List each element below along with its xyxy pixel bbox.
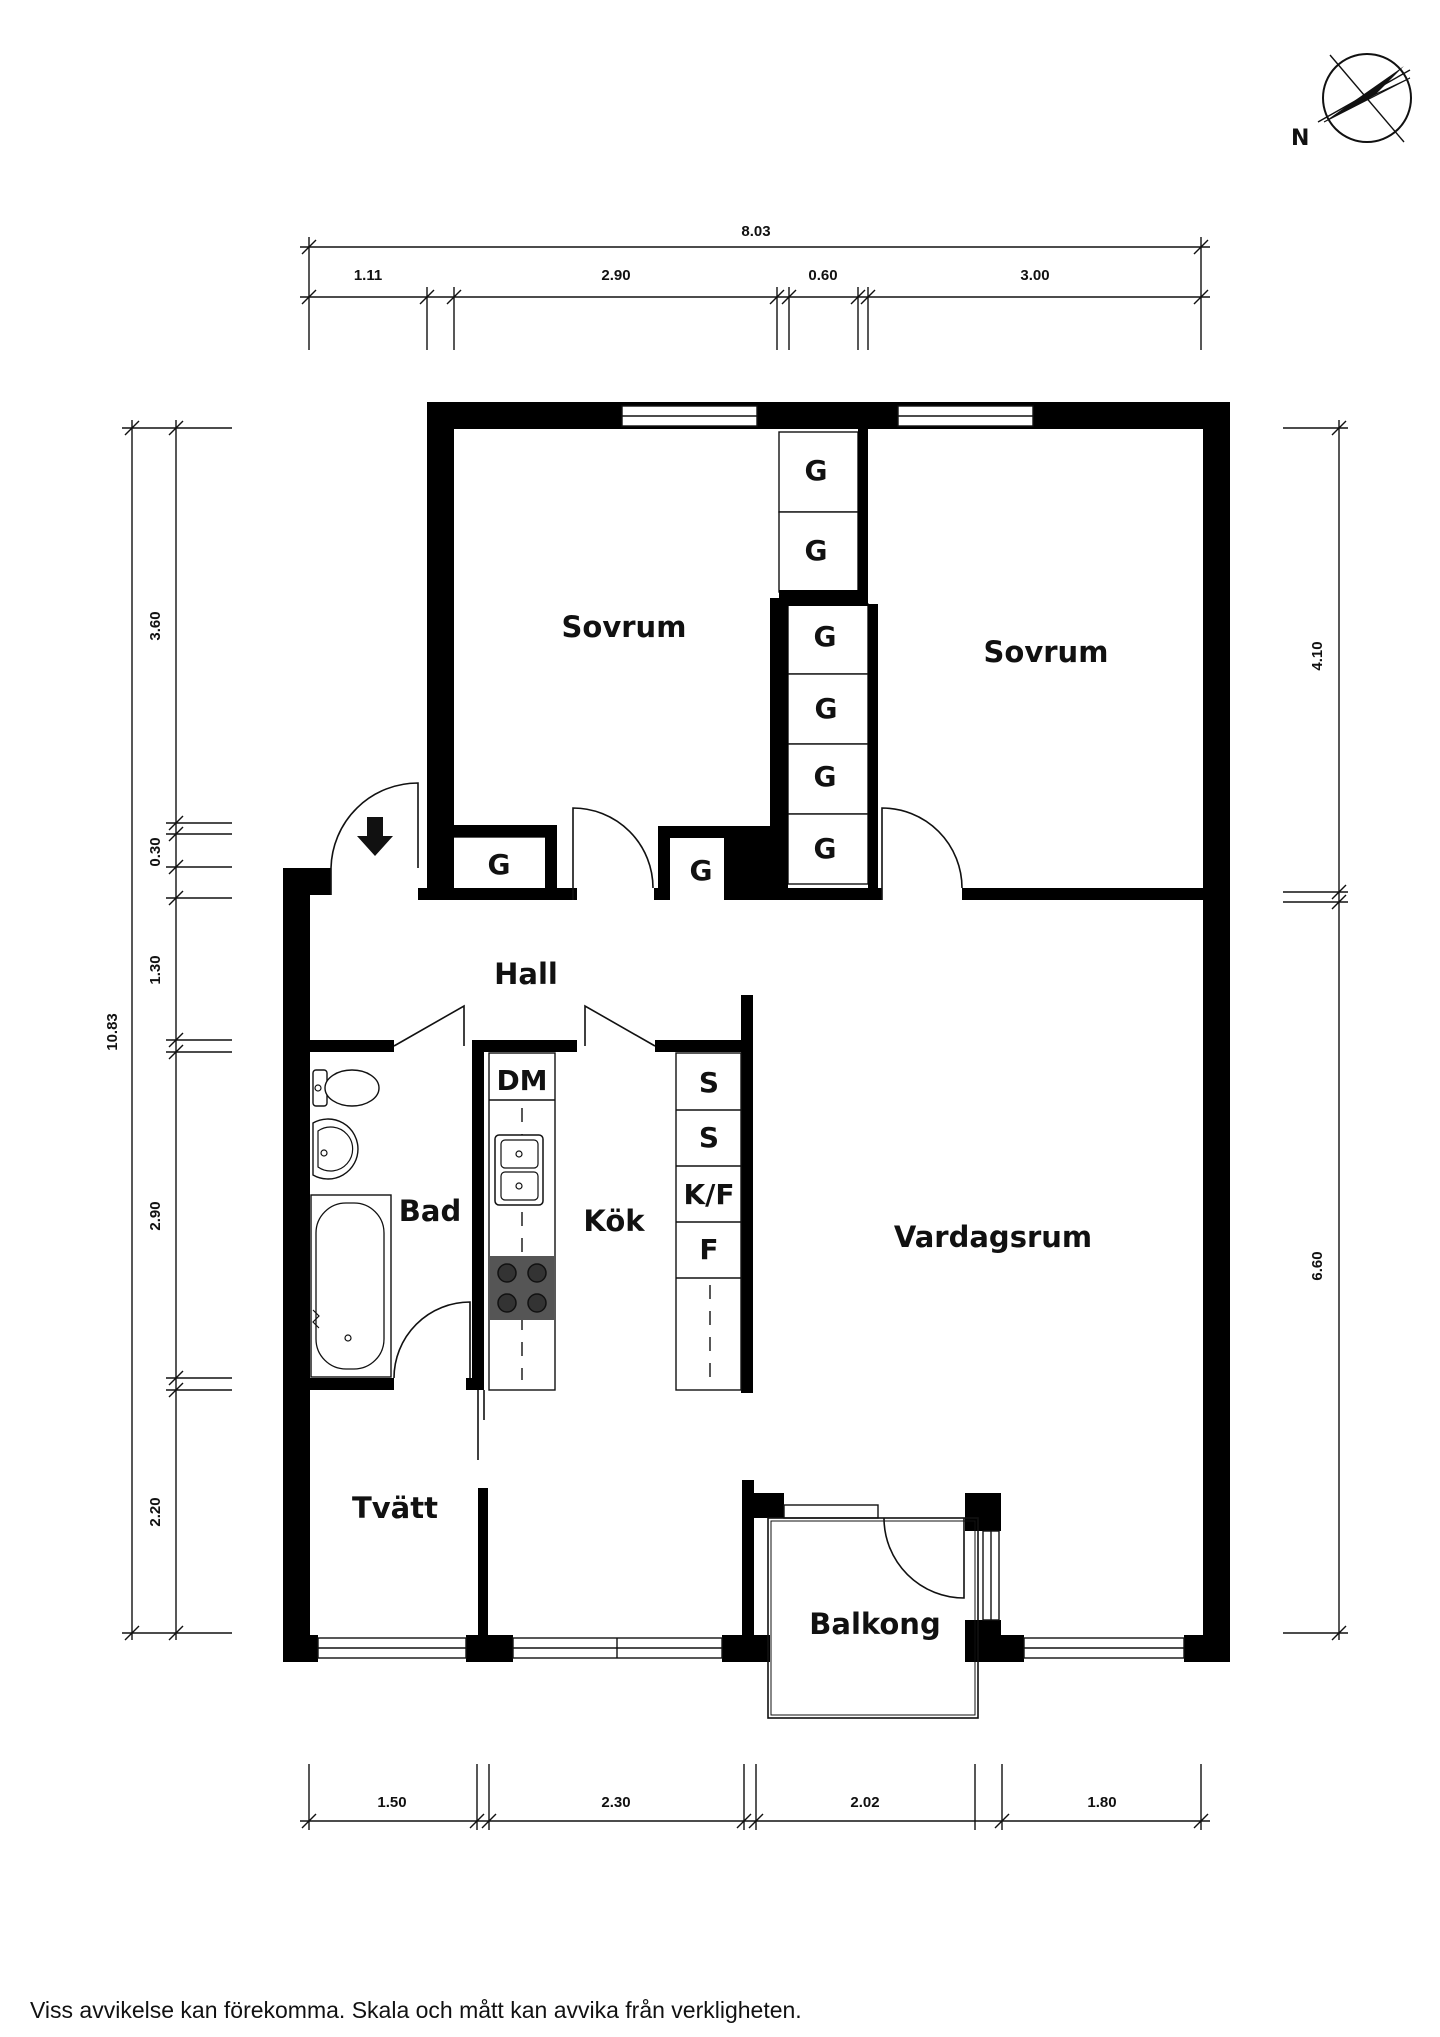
door-bad [393, 1004, 465, 1047]
dim-left-1: 3.60 [147, 611, 164, 640]
dim-top-1: 1.11 [354, 267, 382, 284]
wardrobe-label-mid-3: G [814, 760, 837, 793]
dim-top-3: 0.60 [808, 267, 837, 284]
room-label-tvatt: Tvätt [352, 1491, 438, 1525]
walls [283, 402, 1230, 1662]
wardrobe-label-mid-4: G [814, 832, 837, 865]
dim-bottom-2: 2.30 [601, 1794, 630, 1811]
stove-icon [490, 1256, 554, 1320]
balcony [767, 1517, 979, 1719]
wardrobe-mid-4 [787, 813, 869, 885]
window-sovrum-right [897, 405, 1034, 427]
dim-top-2: 2.90 [601, 267, 630, 284]
bathroom-fixtures [310, 1069, 392, 1378]
entry-arrow-icon [357, 817, 393, 856]
door-bad-lower [393, 1301, 471, 1379]
top-dimensions: 8.03 1.11 2.90 0.60 3.00 [300, 223, 1210, 350]
door-tvatt [477, 1390, 485, 1460]
entry-door [330, 782, 419, 895]
right-dimensions: 4.10 6.60 [1283, 420, 1348, 1641]
wardrobe-top-1 [778, 431, 859, 513]
room-label-sovrum-right: Sovrum [984, 635, 1109, 669]
wardrobe-label-mid-1: G [814, 620, 837, 653]
door-sovrum-right [881, 807, 963, 900]
windows [317, 405, 1185, 1659]
wardrobe-mid-3 [787, 743, 869, 815]
bottom-dimensions: 1.50 2.30 2.02 1.80 [300, 1764, 1210, 1830]
doors [330, 782, 965, 1599]
dim-bottom-3: 2.02 [850, 1794, 879, 1811]
wardrobe-label-top-2: G [805, 534, 828, 567]
cabinet-label-1: S [699, 1066, 719, 1099]
bathtub-icon [310, 1194, 392, 1378]
wardrobes [452, 431, 869, 894]
storage-labels: G G G G G G G G DM S S K/F F [488, 454, 838, 1266]
wardrobe-label-top-1: G [805, 454, 828, 487]
room-label-sovrum-left: Sovrum [562, 610, 687, 644]
cabinet-label-2: S [699, 1121, 719, 1154]
window-tvatt [317, 1637, 467, 1659]
window-balkong-side [982, 1530, 1000, 1621]
kitchen-fixtures [488, 1052, 742, 1391]
room-label-hall: Hall [494, 957, 558, 991]
dim-bottom-1: 1.50 [377, 1794, 406, 1811]
dim-bottom-4: 1.80 [1087, 1794, 1116, 1811]
dim-right-1: 4.10 [1309, 641, 1326, 670]
dim-right-2: 6.60 [1309, 1251, 1326, 1280]
wardrobe-label-hall-2: G [690, 854, 713, 887]
sink-icon [494, 1134, 544, 1206]
dim-top-4: 3.00 [1020, 267, 1049, 284]
door-sovrum-left [572, 807, 654, 900]
door-balkong [883, 1517, 965, 1599]
fridge-freezer-label: K/F [683, 1178, 734, 1211]
wardrobe-label-hall-1: G [488, 848, 511, 881]
compass-needle-dark [1324, 66, 1404, 122]
toilet-icon [312, 1069, 380, 1107]
room-label-balkong: Balkong [809, 1607, 940, 1641]
window-vardagsrum [1023, 1637, 1185, 1659]
room-label-kok: Kök [583, 1204, 645, 1238]
wardrobe-label-mid-2: G [815, 692, 838, 725]
dim-top-total: 8.03 [741, 223, 770, 240]
dim-left-2: 0.30 [147, 837, 164, 866]
compass-north-label: N [1291, 126, 1309, 151]
compass: N [1291, 53, 1412, 151]
disclaimer-text: Viss avvikelse kan förekomma. Skala och … [30, 1997, 802, 2023]
room-label-bad: Bad [399, 1194, 461, 1228]
dim-left-3: 1.30 [147, 955, 164, 984]
dim-left-total: 10.83 [104, 1013, 121, 1051]
room-labels: Sovrum Sovrum Hall Bad Kök Vardagsrum Tv… [352, 610, 1108, 1641]
door-kok [584, 1004, 656, 1047]
freezer-label: F [699, 1233, 718, 1266]
dim-left-5: 2.20 [147, 1497, 164, 1526]
wardrobe-hall-1 [452, 836, 547, 894]
compass-needle-light [1323, 77, 1411, 123]
washbasin-icon [312, 1118, 359, 1180]
dim-left-4: 2.90 [147, 1201, 164, 1230]
window-balkong-top [783, 1504, 879, 1519]
left-dimensions: 10.83 3.60 0.30 1.30 2.90 2.20 [104, 420, 232, 1641]
window-sovrum-left [621, 405, 758, 427]
dishwasher-label: DM [496, 1064, 547, 1097]
window-kok [512, 1637, 723, 1659]
wardrobe-top-2 [778, 511, 859, 593]
room-label-vardagsrum: Vardagsrum [894, 1220, 1092, 1254]
